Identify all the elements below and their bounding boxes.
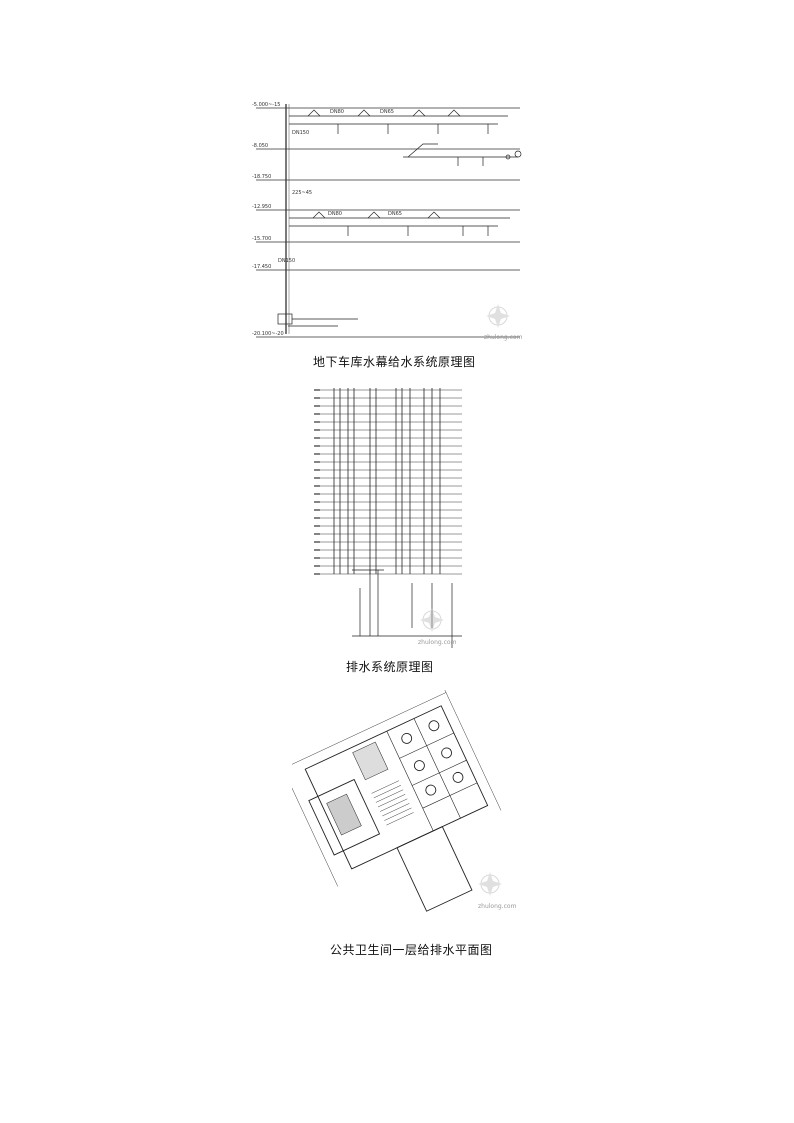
elevation-label: -17.450 bbox=[252, 264, 271, 270]
pipe-size-label: DN80 bbox=[328, 211, 342, 217]
watermark-text: zhulong.com bbox=[418, 639, 457, 646]
watermark-logo-icon bbox=[420, 608, 444, 632]
elevation-label: -20.100~-20 bbox=[252, 331, 284, 337]
pipe-size-label: DN65 bbox=[380, 109, 394, 115]
pipe-size-label: DN150 bbox=[278, 258, 295, 264]
elevation-label: -5.000~-15 bbox=[252, 102, 280, 108]
figure-caption: 排水系统原理图 bbox=[346, 660, 434, 674]
pipe-size-label: DN80 bbox=[330, 109, 344, 115]
figure-caption: 公共卫生间一层给排水平面图 bbox=[330, 943, 493, 957]
pipe-size-label: 225~45 bbox=[292, 190, 312, 196]
elevation-label: -8.050 bbox=[252, 143, 268, 149]
water-curtain-system-diagram: -5.000~-15 -8.050 -18.750 -12.950 -15.70… bbox=[248, 94, 528, 346]
elevation-label: -15.700 bbox=[252, 236, 271, 242]
pipe-size-label: DN150 bbox=[292, 130, 309, 136]
watermark-text: zhulong.com bbox=[478, 903, 517, 910]
figure-caption: 地下车库水幕给水系统原理图 bbox=[313, 355, 476, 369]
pipe-size-label: DN65 bbox=[388, 211, 402, 217]
toilet-floor-plan: zhulong.com bbox=[292, 690, 522, 930]
elevation-label: -18.750 bbox=[252, 174, 271, 180]
elevation-label: -12.950 bbox=[252, 204, 271, 210]
watermark-logo-icon bbox=[486, 304, 510, 328]
watermark-logo-icon bbox=[478, 872, 502, 896]
drainage-system-diagram: zhulong.com bbox=[312, 378, 476, 653]
watermark-text: zhulong.com bbox=[484, 334, 523, 341]
